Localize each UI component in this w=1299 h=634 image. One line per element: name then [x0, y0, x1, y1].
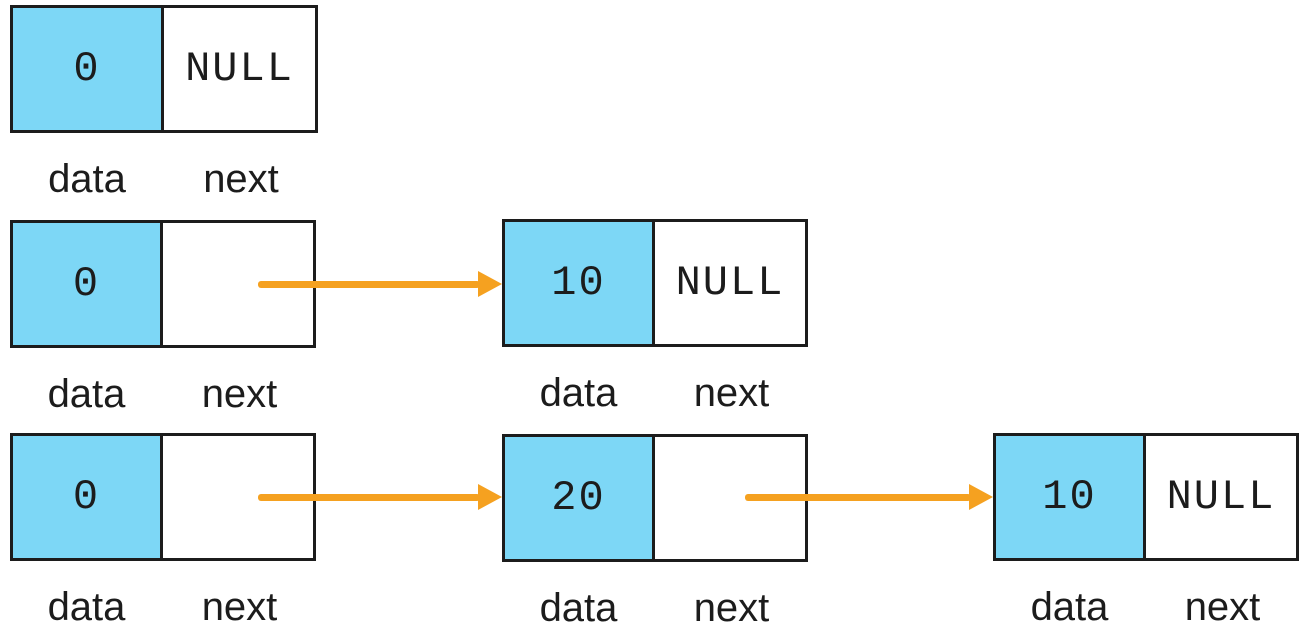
node-box: 0 [10, 220, 316, 348]
pointer-arrow-head [478, 484, 502, 510]
data-label: data [47, 585, 126, 629]
data-value: 0 [73, 45, 101, 93]
node-box: 0 [10, 433, 316, 561]
data-cell: 0 [13, 223, 163, 345]
list-node-row1-head: 0 NULL data next [10, 5, 318, 201]
list-node-row3-second: 20 data next [502, 434, 808, 630]
next-cell: NULL [1146, 436, 1296, 558]
data-value: 20 [551, 474, 606, 522]
node-box: 0 NULL [10, 5, 318, 133]
pointer-arrow-line [258, 494, 480, 501]
node-box: 20 [502, 434, 808, 562]
next-cell: NULL [655, 222, 805, 344]
next-cell: NULL [164, 8, 315, 130]
next-label: next [1184, 585, 1261, 629]
next-label: next [201, 372, 278, 416]
list-node-row2-second: 10 NULL data next [502, 219, 808, 415]
pointer-arrow-line [745, 494, 971, 501]
next-label: next [201, 585, 278, 629]
next-value: NULL [1166, 473, 1276, 521]
data-cell: 20 [505, 437, 655, 559]
data-value: 0 [72, 260, 101, 308]
node-box: 10 NULL [502, 219, 808, 347]
next-label: next [693, 371, 770, 415]
data-label: data [48, 157, 126, 201]
data-value: 10 [1042, 473, 1097, 521]
node-box: 10 NULL [993, 433, 1299, 561]
cell-labels: data next [993, 585, 1299, 629]
next-value: NULL [675, 259, 785, 307]
cell-labels: data next [10, 372, 316, 416]
data-cell: 10 [505, 222, 655, 344]
data-label: data [539, 586, 618, 630]
list-node-row3-head: 0 data next [10, 433, 316, 629]
next-value: NULL [185, 45, 294, 93]
data-value: 0 [72, 473, 101, 521]
data-label: data [47, 372, 126, 416]
pointer-arrow-head [969, 484, 993, 510]
data-value: 10 [551, 259, 606, 307]
cell-labels: data next [502, 586, 808, 630]
list-node-row3-tail: 10 NULL data next [993, 433, 1299, 629]
data-label: data [1030, 585, 1109, 629]
data-cell: 0 [13, 436, 163, 558]
cell-labels: data next [502, 371, 808, 415]
data-label: data [539, 371, 618, 415]
data-cell: 10 [996, 436, 1146, 558]
pointer-arrow-head [478, 271, 502, 297]
pointer-arrow-line [258, 281, 480, 288]
cell-labels: data next [10, 585, 316, 629]
next-label: next [693, 586, 770, 630]
data-cell: 0 [13, 8, 164, 130]
cell-labels: data next [10, 157, 318, 201]
next-label: next [203, 157, 279, 201]
list-node-row2-head: 0 data next [10, 220, 316, 416]
